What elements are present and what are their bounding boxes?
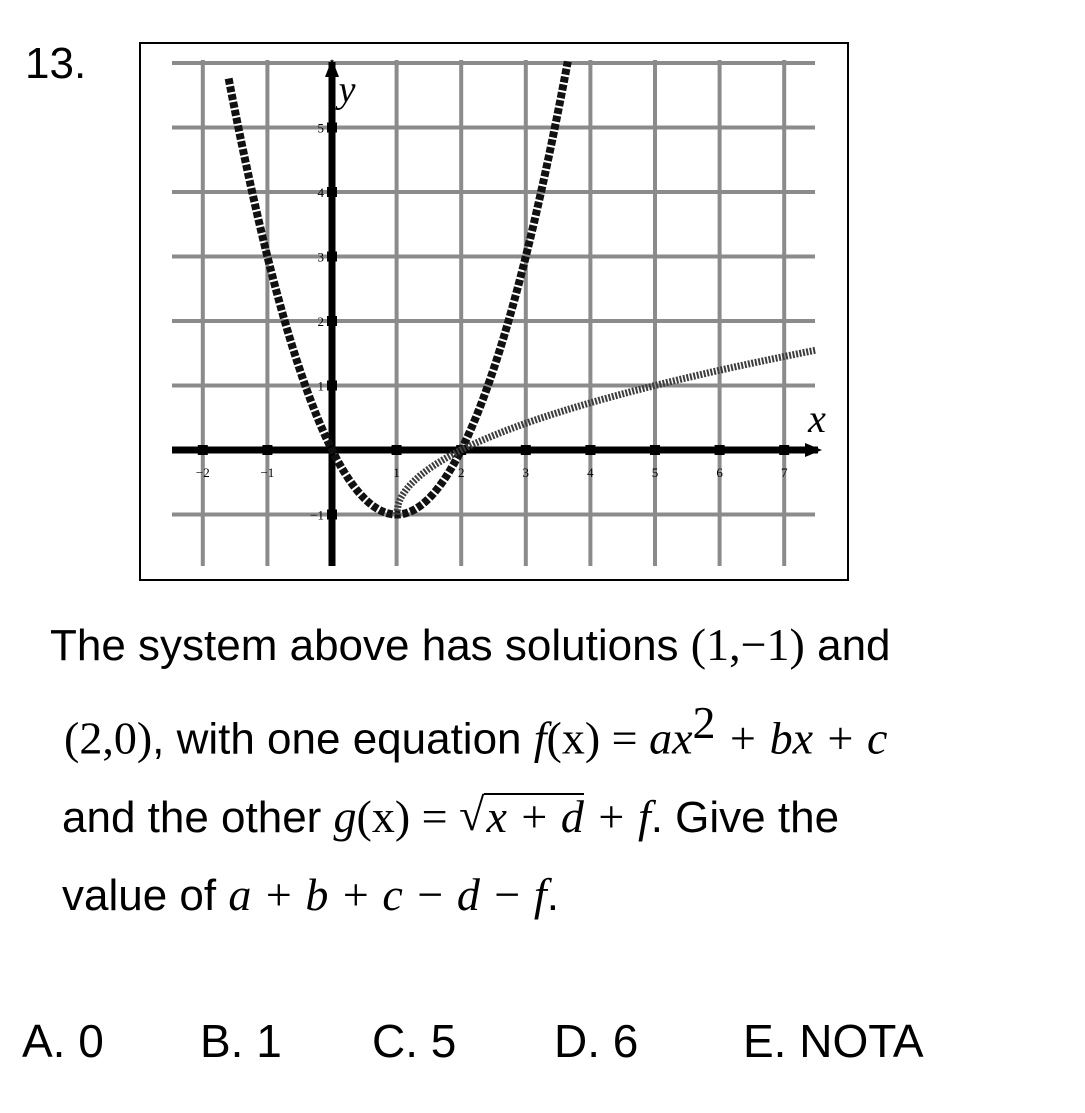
g-function-tail: + f [583, 790, 651, 842]
choice-d[interactable]: D. 6 [554, 1015, 639, 1067]
choice-e[interactable]: E. NOTA [743, 1015, 924, 1067]
question-number: 13. [25, 39, 87, 88]
solution-point-1: (1,−1) [690, 619, 805, 670]
radicand-text: x + d [484, 790, 584, 842]
problem-line-4: value of a + b + c − d − f. [50, 856, 1030, 934]
line3-pre-text: and the other [62, 792, 334, 842]
g-function-name: g [333, 790, 357, 842]
f-function-tail: + bx + c [715, 712, 888, 764]
square-root: x + d [459, 776, 584, 855]
solution-point-2: (2,0) [64, 712, 153, 764]
g-function-argument: (x) = [356, 790, 460, 842]
choice-c[interactable]: C. 5 [372, 1015, 457, 1067]
line1-post-text: and [804, 621, 891, 670]
problem-line-1: The system above has solutions (1,−1) an… [50, 606, 1030, 684]
f-function-name: f [533, 712, 547, 764]
problem-line-2: (2,0), with one equation f(x) = ax2 + bx… [50, 684, 1030, 778]
f-function-exponent: 2 [692, 697, 716, 748]
line3-post-text: . Give the [650, 792, 840, 842]
line2-mid-text: , with one equation [152, 714, 534, 764]
f-function-ax: ax [649, 712, 693, 764]
choice-b[interactable]: B. 1 [200, 1015, 282, 1067]
choice-a[interactable]: A. 0 [22, 1015, 104, 1067]
problem-line-3: and the other g(x) = x + d + f. Give the [50, 776, 1030, 856]
line4-post-text: . [546, 870, 559, 920]
graph-frame [139, 42, 849, 581]
line4-pre-text: value of [62, 870, 229, 920]
line1-pre-text: The system above has solutions [50, 621, 691, 670]
target-expression: a + b + c − d − f [228, 868, 547, 920]
problem-text: The system above has solutions (1,−1) an… [50, 606, 1030, 934]
f-function-argument: (x) = [546, 712, 650, 764]
